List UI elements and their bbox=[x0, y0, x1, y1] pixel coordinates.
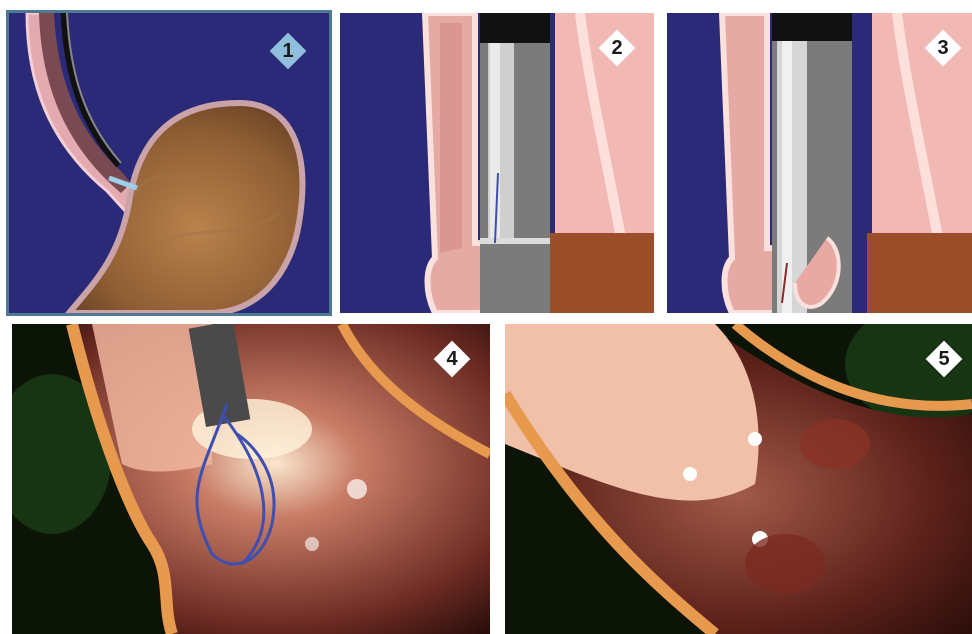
completed-plication-view-illustration bbox=[505, 324, 972, 634]
step-number: 2 bbox=[599, 30, 635, 66]
step-badge-4: 4 bbox=[434, 341, 470, 377]
step-badge-1: 1 bbox=[270, 33, 306, 69]
step-number: 1 bbox=[270, 33, 306, 69]
panel-step-2: 2 bbox=[340, 13, 654, 313]
endoscopic-suture-view-illustration bbox=[12, 324, 490, 634]
step-number: 4 bbox=[434, 341, 470, 377]
step-badge-2: 2 bbox=[599, 30, 635, 66]
step-badge-5: 5 bbox=[926, 341, 962, 377]
step-badge-3: 3 bbox=[925, 30, 961, 66]
panel-step-5: 5 bbox=[505, 324, 972, 634]
panel-step-1: 1 bbox=[6, 10, 332, 316]
step-number: 3 bbox=[925, 30, 961, 66]
step-number: 5 bbox=[926, 341, 962, 377]
panel-step-3: 3 bbox=[667, 13, 972, 313]
panel-step-4: 4 bbox=[12, 324, 490, 634]
